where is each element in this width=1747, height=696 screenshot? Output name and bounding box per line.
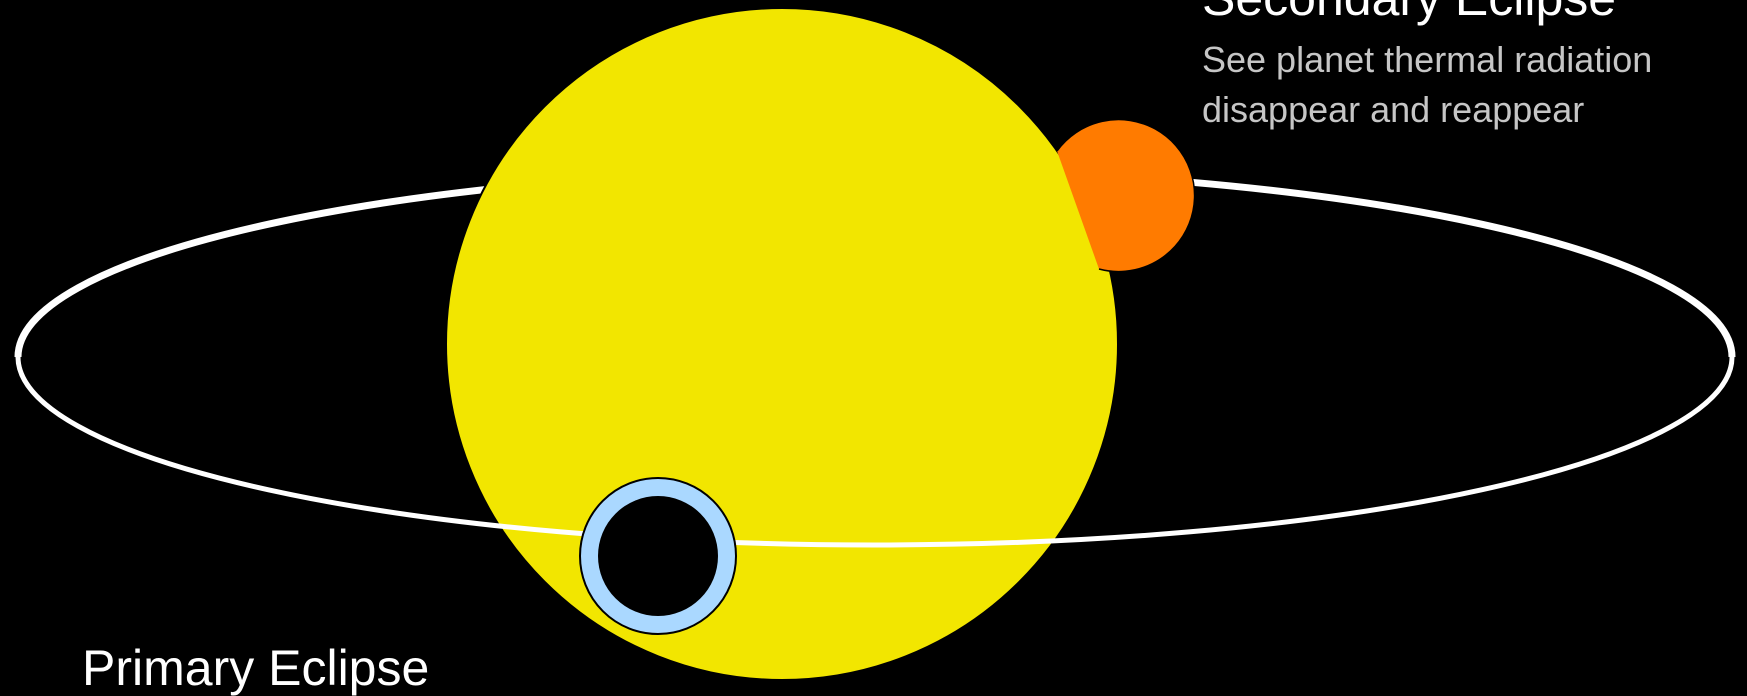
planet-secondary-eclipse (1056, 118, 1196, 273)
planet-primary-eclipse-core (598, 496, 718, 616)
orbit-front (15, 356, 1735, 548)
secondary-eclipse-description: See planet thermal radiation disappear an… (1202, 35, 1652, 135)
secondary-eclipse-title: Secondary Eclipse (1202, 0, 1616, 26)
primary-eclipse-title: Primary Eclipse (82, 640, 430, 696)
secondary-eclipse-line-2: disappear and reappear (1202, 89, 1585, 130)
secondary-eclipse-line-1: See planet thermal radiation (1202, 39, 1653, 80)
star (445, 7, 1119, 681)
